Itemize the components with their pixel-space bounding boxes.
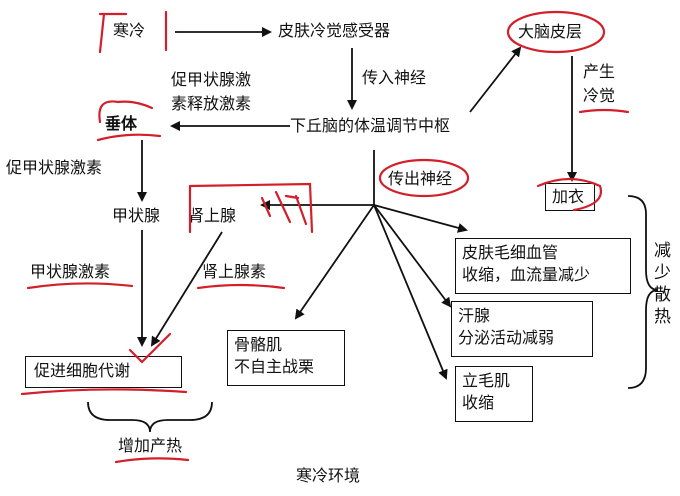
box-skin-vessels-line2: 收缩，血流量减少 xyxy=(462,265,591,284)
red-scribble-adrenal xyxy=(260,190,308,226)
red-underline-adrenaline xyxy=(196,283,286,290)
box-sweat-gland: 汗腺 分泌活动减弱 xyxy=(451,301,593,357)
box-add-clothes-text: 加衣 xyxy=(552,187,585,206)
label-thyroxine: 甲状腺激素 xyxy=(30,262,111,281)
arrow-efferent-to-piloerector xyxy=(373,204,448,380)
arrow-efferent-to-vessels xyxy=(373,204,468,233)
red-bracket-adrenal xyxy=(188,182,314,234)
label-increase-heat: 增加产热 xyxy=(118,436,183,455)
label-pituitary: 垂体 xyxy=(105,114,138,133)
red-check-metabolism xyxy=(128,332,172,364)
brace-reduce-heat-loss xyxy=(627,195,659,389)
red-bracket-cold-left xyxy=(98,12,106,54)
box-skin-vessels: 皮肤毛细血管 收缩，血流量减少 xyxy=(455,238,631,294)
red-circle-add-clothes xyxy=(536,177,603,212)
brace-increase-heat xyxy=(87,401,213,433)
label-footer: 寒冷环境 xyxy=(296,466,361,485)
label-adrenaline: 肾上腺素 xyxy=(202,262,267,281)
box-sweat-line2: 分泌活动减弱 xyxy=(458,328,555,347)
arrow-hypothalamus-to-cortex xyxy=(469,46,522,113)
box-piloerector: 立毛肌 收缩 xyxy=(455,366,533,422)
label-tsh: 促甲状腺激素 xyxy=(6,158,103,177)
arrow-adrenal-to-metabolism xyxy=(150,231,223,347)
box-skeletal-line2: 不自主战栗 xyxy=(234,357,315,376)
box-skin-vessels-line1: 皮肤毛细血管 xyxy=(462,243,559,262)
label-cold-feeling: 冷觉 xyxy=(583,86,616,105)
box-metabolism: 促进细胞代谢 xyxy=(25,356,182,388)
red-underline-increase-heat xyxy=(114,457,190,464)
label-cold: 寒冷 xyxy=(113,21,146,40)
arrow-efferent-to-sweat xyxy=(373,204,452,308)
red-squiggle-pituitary xyxy=(98,100,154,124)
label-produce: 产生 xyxy=(583,62,616,81)
red-underline-pituitary xyxy=(96,133,162,142)
label-skin-receptor: 皮肤冷觉感受器 xyxy=(278,21,391,40)
label-afferent: 传入神经 xyxy=(362,68,427,87)
red-underline-metabolism xyxy=(20,388,188,396)
red-underline-cold-feeling xyxy=(578,108,630,114)
label-efferent: 传出神经 xyxy=(388,169,453,188)
arrow-efferent-to-skeletal xyxy=(294,204,375,320)
box-sweat-line1: 汗腺 xyxy=(458,306,491,325)
box-piloerector-line1: 立毛肌 xyxy=(462,371,511,390)
box-skeletal-line1: 骨骼肌 xyxy=(234,335,283,354)
red-circle-efferent xyxy=(378,158,470,198)
label-cortex: 大脑皮层 xyxy=(518,22,583,41)
box-skeletal-muscle: 骨骼肌 不自主战栗 xyxy=(227,330,345,386)
box-metabolism-text: 促进细胞代谢 xyxy=(34,361,131,380)
label-trh-line2: 素释放激素 xyxy=(171,94,252,113)
box-piloerector-line2: 收缩 xyxy=(462,393,495,412)
label-adrenal: 肾上腺 xyxy=(188,206,237,225)
label-trh-line1: 促甲状腺激 xyxy=(171,70,252,89)
red-circle-cortex xyxy=(506,10,606,54)
label-hypothalamus: 下丘脑的体温调节中枢 xyxy=(290,116,451,135)
red-underline-thyroxine xyxy=(26,282,134,290)
label-reduce-heat-loss: 减少散热 xyxy=(654,241,671,327)
label-thyroid: 甲状腺 xyxy=(112,206,161,225)
